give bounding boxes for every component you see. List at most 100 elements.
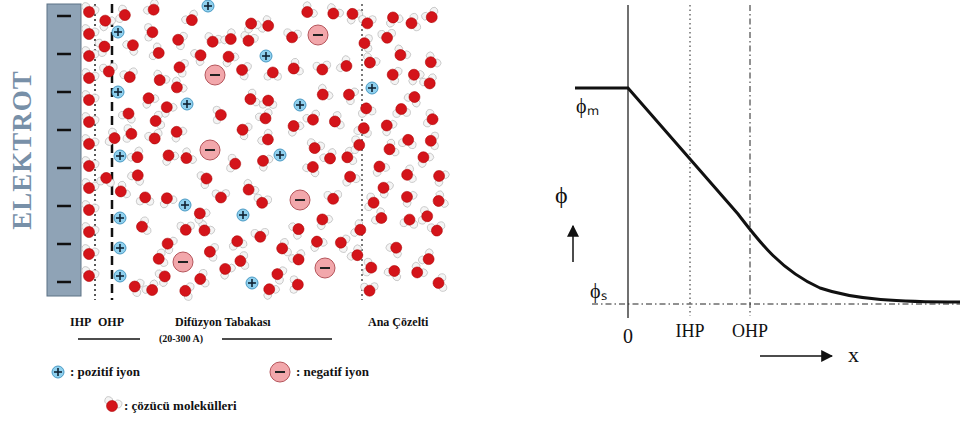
- solvent-molecule: [251, 228, 270, 243]
- solvent-molecule: [212, 189, 230, 203]
- solvent-molecule: [429, 166, 450, 188]
- minus-mark: [57, 167, 71, 170]
- y-axis: [627, 5, 628, 318]
- solvent-molecule: [259, 280, 281, 301]
- positive-ion: [114, 242, 126, 254]
- solvent-molecule: [432, 273, 447, 292]
- solvent-molecule: [117, 105, 139, 124]
- solvent-molecule: [79, 68, 100, 87]
- solvent-molecule: [193, 269, 210, 289]
- solvent-molecule: [203, 242, 219, 262]
- solvent-molecule: [374, 177, 395, 199]
- solvent-molecule: [259, 95, 277, 109]
- ohp-line: [750, 5, 751, 316]
- minus-mark: [57, 53, 71, 56]
- solvent-molecule: [226, 154, 242, 173]
- solvent-molecule: [383, 262, 405, 282]
- solvent-molecule: [119, 67, 140, 85]
- region-label: (20-300 A): [157, 334, 205, 344]
- graph-label: 0: [623, 326, 633, 346]
- solvent-molecule: [253, 151, 274, 173]
- solvent-molecule: [170, 30, 188, 51]
- solvent-molecule: [102, 396, 123, 415]
- solvent-molecule: [318, 147, 340, 168]
- solvent-molecule: [157, 190, 179, 210]
- solvent-molecule: [99, 63, 118, 78]
- negative-ion: [290, 190, 310, 210]
- solvent-molecule: [96, 171, 116, 187]
- solvent-molecule: [418, 73, 440, 93]
- solvent-molecule: [115, 4, 133, 25]
- solvent-molecules: [79, 0, 451, 301]
- graph-label: OHP: [732, 322, 768, 340]
- negative-ion: [200, 140, 220, 160]
- solvent-molecule: [142, 0, 164, 20]
- solvent-molecule: [177, 222, 195, 235]
- solvent-molecule: [140, 279, 162, 300]
- solvent-molecule: [369, 157, 391, 177]
- solvent-molecule: [148, 111, 165, 131]
- solvent-molecule: [172, 57, 189, 77]
- solvent-molecule: [390, 44, 412, 65]
- solvent-molecule: [287, 219, 307, 241]
- solvent-molecule: [126, 146, 148, 167]
- solvent-molecule: [219, 27, 241, 49]
- negative-ion: [308, 25, 328, 45]
- solvent-molecule: [349, 218, 369, 240]
- solvent-molecule: [358, 15, 376, 29]
- solvent-molecule: [238, 31, 259, 49]
- legend-positive-sample: [52, 366, 64, 378]
- solvent-molecule: [427, 221, 447, 238]
- solvent-molecule: [313, 83, 335, 105]
- solvent-molecule: [144, 128, 165, 146]
- solvent-molecule: [234, 251, 249, 270]
- solvent-molecule: [360, 283, 378, 297]
- graph-label: IHP: [675, 322, 704, 340]
- solvent-molecule: [79, 244, 100, 263]
- solvent-molecule: [154, 266, 174, 288]
- solvent-molecule: [196, 168, 215, 189]
- positive-ion: [179, 199, 191, 211]
- solvent-molecule: [269, 264, 287, 285]
- solvent-molecule: [378, 29, 397, 44]
- solvent-molecule: [234, 60, 252, 81]
- minus-mark: [57, 243, 71, 246]
- solvent-molecule: [313, 61, 332, 76]
- legend-text: : çözücü molekülleri: [124, 399, 237, 412]
- region-label: IHP: [70, 316, 91, 328]
- solvent-molecule: [356, 101, 376, 118]
- solvent-molecule: [385, 65, 403, 86]
- region-label: OHP: [98, 316, 124, 328]
- solvent-molecule: [252, 194, 272, 210]
- solution-potential-line: [592, 304, 960, 305]
- ohp-line: [111, 4, 114, 300]
- minus-mark: [57, 129, 71, 132]
- solvent-molecule: [138, 89, 160, 110]
- negative-ion: [315, 258, 335, 278]
- minus-mark: [57, 281, 71, 284]
- solvent-molecule: [430, 190, 450, 212]
- solvent-molecule: [362, 258, 378, 277]
- solvent-molecule: [79, 266, 100, 285]
- solvent-molecule: [418, 206, 435, 226]
- x-arrow: [760, 355, 832, 357]
- solvent-molecule: [413, 147, 435, 169]
- solvent-molecule: [370, 206, 391, 228]
- negative-ion: [173, 252, 193, 272]
- potential-curve: [575, 88, 960, 302]
- solvent-molecule: [358, 34, 372, 52]
- graph-label: ϕ: [555, 183, 568, 207]
- solvent-molecule: [283, 28, 302, 44]
- solvent-molecule: [421, 50, 443, 72]
- solvent-molecule: [400, 213, 419, 229]
- solvent-molecule: [79, 90, 100, 109]
- electrode-plate: [47, 4, 81, 296]
- solvent-molecule: [218, 47, 240, 68]
- solvent-molecule: [340, 84, 359, 106]
- solvent-molecule: [283, 116, 305, 138]
- solvent-molecule: [377, 115, 399, 137]
- solvent-molecule: [234, 119, 254, 141]
- thickness-line: [222, 338, 332, 340]
- solvent-molecule: [285, 57, 305, 79]
- positive-ion: [181, 98, 193, 110]
